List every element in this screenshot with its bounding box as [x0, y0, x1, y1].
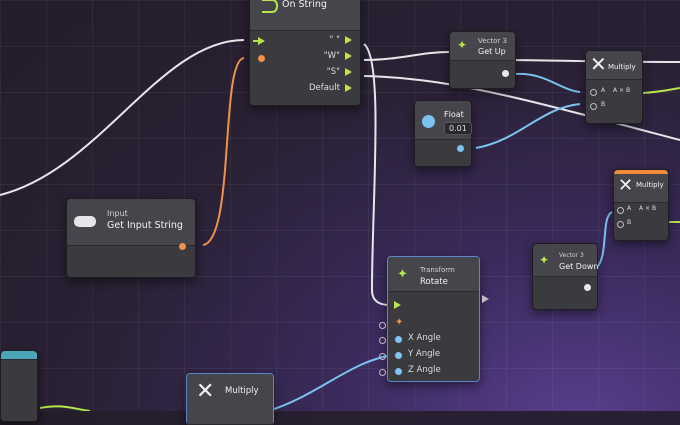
float-value-field[interactable]: 0.01: [444, 122, 472, 135]
z-angle-label: Z Angle: [408, 365, 441, 375]
node-category: Transform: [420, 266, 455, 274]
vector3-get-down-node[interactable]: ✦ Vector 3 Get Down: [532, 243, 598, 310]
case-label-s: "S": [326, 67, 340, 77]
multiply-a-port[interactable]: [590, 89, 597, 96]
vector-wire-green-right: [642, 87, 680, 94]
string-output-port[interactable]: [179, 243, 186, 250]
multiply-x-icon: ✕: [196, 379, 215, 404]
multiply-x-icon: ✕: [590, 52, 607, 76]
axes-gizmo-icon: ✦: [539, 253, 550, 267]
z-angle-connector[interactable]: [379, 369, 386, 376]
multiply-b-port[interactable]: [590, 103, 597, 110]
gamepad-icon: [74, 216, 96, 227]
node-title: On String: [282, 0, 327, 10]
y-angle-port[interactable]: [395, 352, 402, 359]
z-angle-port[interactable]: [395, 368, 402, 375]
expr-label: A × B: [613, 87, 631, 94]
case-label-space: " ": [329, 35, 340, 45]
string-wire: [202, 57, 245, 246]
partial-node-bottom-left[interactable]: [0, 350, 38, 422]
case-label-w: "W": [323, 51, 340, 61]
port-a-label: A: [627, 205, 632, 212]
x-angle-label: X Angle: [408, 333, 441, 343]
node-title: Float: [444, 110, 464, 119]
target-gizmo-icon: ✦: [395, 317, 404, 328]
vector-wire-green-bottom: [39, 405, 91, 411]
node-title: Multiply: [225, 386, 259, 396]
expr-label: A × B: [639, 205, 657, 212]
axes-gizmo-icon: ✦: [397, 267, 408, 282]
vector-wire-top: [504, 59, 680, 63]
case-space-output-port[interactable]: [345, 36, 352, 44]
multiply-right-node[interactable]: ✕ Multiply A A × B B: [613, 169, 669, 241]
flow-wire-get-up: [363, 51, 451, 61]
on-string-node[interactable]: On String " " "W" "S" Default: [249, 0, 361, 106]
port-a-label: A: [601, 87, 606, 94]
axes-gizmo-icon: ✦: [457, 38, 468, 52]
float-wire-get-up-a: [514, 72, 581, 93]
float-output-port[interactable]: [457, 145, 464, 152]
flow-input-bar: [253, 40, 258, 42]
vector3-get-up-node[interactable]: ✦ Vector 3 Get Up: [449, 31, 516, 89]
node-title: Multiply: [608, 63, 636, 71]
float-circle-icon: [422, 115, 435, 128]
flow-wire-s: [363, 75, 680, 141]
string-input-port[interactable]: [258, 55, 265, 62]
x-angle-port[interactable]: [395, 336, 402, 343]
flow-input-port[interactable]: [394, 301, 401, 309]
flow-output-port[interactable]: [482, 295, 489, 303]
node-category: Vector 3: [559, 252, 584, 259]
node-category: Vector 3: [478, 37, 507, 45]
multiply-x-icon: ✕: [618, 175, 634, 196]
port-b-label: B: [627, 219, 632, 226]
multiply-b-port[interactable]: [617, 221, 624, 228]
float-node[interactable]: Float 0.01: [414, 100, 472, 167]
y-angle-label: Y Angle: [408, 349, 441, 359]
float-wire-y-angle: [267, 353, 399, 411]
get-input-string-node[interactable]: Input Get Input String: [66, 198, 196, 278]
node-title: Get Up: [478, 47, 506, 56]
node-category: Input: [107, 209, 128, 218]
port-b-label: B: [601, 101, 606, 108]
x-angle-connector[interactable]: [379, 337, 386, 344]
transform-rotate-node[interactable]: ✦ Transform Rotate ✦ X Angle Y Angle Z A…: [379, 256, 489, 382]
target-input-port[interactable]: [379, 322, 386, 329]
node-title: Get Input String: [107, 220, 183, 231]
branch-arrow-icon: [262, 0, 278, 13]
flow-wire-on-string: [0, 39, 245, 196]
vector-output-port[interactable]: [502, 70, 509, 77]
multiply-bottom-node[interactable]: ✕ Multiply: [186, 373, 274, 425]
float-wire-float-b: [475, 103, 581, 149]
case-w-output-port[interactable]: [345, 52, 352, 60]
flow-wire-rotate: [363, 43, 391, 306]
multiply-top-node[interactable]: ✕ Multiply A A × B B: [585, 50, 643, 124]
y-angle-connector[interactable]: [379, 353, 386, 360]
default-label: Default: [308, 83, 340, 93]
node-title: Get Down: [559, 262, 599, 271]
node-title: Multiply: [636, 181, 664, 189]
multiply-a-port[interactable]: [617, 207, 624, 214]
node-title: Rotate: [420, 277, 448, 287]
vector-output-port[interactable]: [584, 284, 591, 291]
flow-input-port[interactable]: [258, 37, 265, 45]
default-output-port[interactable]: [345, 84, 352, 92]
case-s-output-port[interactable]: [345, 68, 352, 76]
